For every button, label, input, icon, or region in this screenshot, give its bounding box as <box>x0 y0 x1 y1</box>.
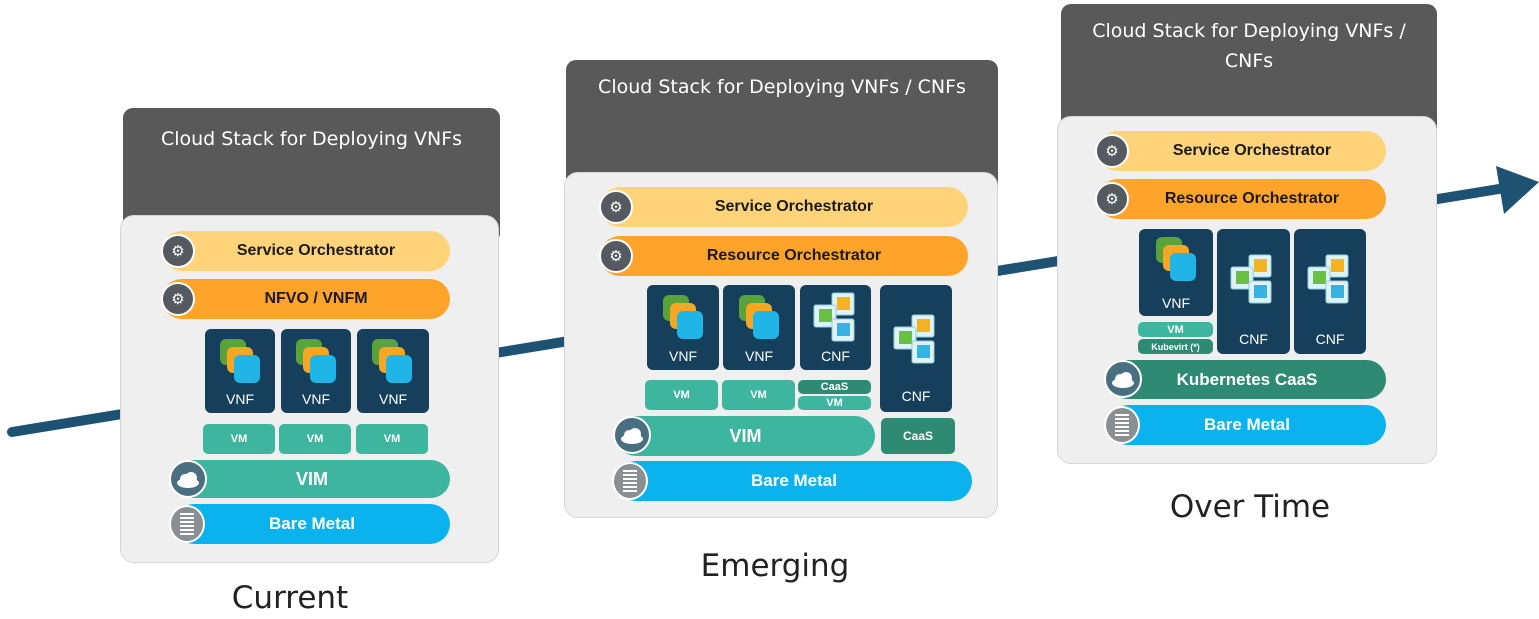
vm-box: VM <box>645 380 718 410</box>
vm-box: VM <box>203 424 275 454</box>
cnf-icon <box>813 292 855 342</box>
vm-box: VM <box>798 396 871 410</box>
service-orchestrator-label: Service Orchestrator <box>714 198 874 215</box>
vnf-tile: VNF <box>357 329 429 413</box>
cloud-icon <box>169 460 207 498</box>
cnf-icon <box>1230 254 1272 304</box>
bare-metal-bar: Bare Metal <box>174 504 450 544</box>
resource-orchestrator-label: Resource Orchestrator <box>706 247 882 264</box>
gear-icon: ⚙ <box>599 239 633 273</box>
server-icon <box>169 505 205 543</box>
vnf-icon <box>220 339 260 383</box>
vnf-label: VNF <box>379 391 407 407</box>
vnf-icon <box>372 339 412 383</box>
gear-icon: ⚙ <box>1095 134 1129 168</box>
vnf-tile: VNF <box>205 329 275 413</box>
vnf-label: VNF <box>302 391 330 407</box>
vnf-tile: VNF <box>281 329 351 413</box>
resource-orchestrator-label: Resource Orchestrator <box>1164 190 1340 207</box>
vnf-tile: VNF <box>723 285 795 370</box>
gear-icon: ⚙ <box>1095 182 1129 216</box>
vnf-icon <box>296 339 336 383</box>
vnf-label: VNF <box>1162 295 1190 311</box>
caas-box: CaaS <box>881 418 955 454</box>
vnf-icon <box>739 295 779 339</box>
kubevirt-box: Kubevirt (*) <box>1138 339 1213 354</box>
vim-bar: VIM <box>616 416 875 456</box>
bare-metal-label: Bare Metal <box>1204 415 1290 434</box>
vnf-tile: VNF <box>1139 229 1213 316</box>
cnf-label: CNF <box>821 348 850 364</box>
cnf-icon <box>1307 254 1349 304</box>
vim-bar: VIM <box>174 460 450 498</box>
nfvo-vnfm-label: NFVO / VNFM <box>264 290 368 307</box>
caas-vm-stack: CaaS VM <box>798 380 871 410</box>
cnf-icon <box>893 314 935 364</box>
gear-icon: ⚙ <box>161 234 195 268</box>
bare-metal-bar: Bare Metal <box>616 461 972 501</box>
nfvo-vnfm-bar: NFVO / VNFM <box>162 279 450 319</box>
cnf-label: CNF <box>1315 331 1345 347</box>
service-orchestrator-label: Service Orchestrator <box>236 242 396 259</box>
stage-header-text: Cloud Stack for Deploying VNFs / CNFs <box>598 76 966 98</box>
vm-kubevirt-stack: VM Kubevirt (*) <box>1138 322 1213 354</box>
service-orchestrator-bar: Service Orchestrator <box>162 231 450 271</box>
cnf-tile: CNF <box>880 285 952 412</box>
cnf-tile: CNF <box>1294 229 1366 354</box>
stage-label: Over Time <box>1169 489 1331 525</box>
vnf-label: VNF <box>745 348 773 364</box>
bare-metal-label: Bare Metal <box>751 471 837 490</box>
cnf-tile: CNF <box>800 285 871 370</box>
kubernetes-caas-bar: Kubernetes CaaS <box>1108 360 1386 399</box>
vim-label: VIM <box>729 425 762 446</box>
vm-box: VM <box>722 380 795 410</box>
vm-box: VM <box>279 424 351 454</box>
bare-metal-bar: Bare Metal <box>1108 405 1386 445</box>
gear-icon: ⚙ <box>599 190 633 224</box>
service-orchestrator-label: Service Orchestrator <box>1172 142 1332 159</box>
cloud-icon <box>1104 360 1142 398</box>
caas-box: CaaS <box>798 380 871 394</box>
vnf-icon <box>1156 237 1196 281</box>
stage-header-text: Cloud Stack for Deploying VNFs <box>160 128 463 150</box>
cnf-label: CNF <box>901 388 931 404</box>
server-icon <box>1104 406 1140 444</box>
vnf-icon <box>663 295 703 339</box>
stage-header-text: Cloud Stack for Deploying VNFs / CNFs <box>1092 20 1406 72</box>
vm-box: VM <box>1138 322 1213 337</box>
server-icon <box>612 462 648 500</box>
kubernetes-caas-label: Kubernetes CaaS <box>1176 369 1318 389</box>
stage-label: Emerging <box>700 548 850 584</box>
vim-label: VIM <box>295 468 328 489</box>
service-orchestrator-bar: Service Orchestrator <box>1098 131 1386 171</box>
gear-icon: ⚙ <box>161 282 195 316</box>
vnf-label: VNF <box>669 348 697 364</box>
resource-orchestrator-bar: Resource Orchestrator <box>600 236 968 276</box>
resource-orchestrator-bar: Resource Orchestrator <box>1098 179 1386 219</box>
vnf-label: VNF <box>226 391 254 407</box>
stage-label: Current <box>231 580 349 616</box>
cnf-label: CNF <box>1239 331 1268 347</box>
vm-box: VM <box>356 424 428 454</box>
vnf-tile: VNF <box>647 285 719 370</box>
bare-metal-label: Bare Metal <box>269 514 355 533</box>
service-orchestrator-bar: Service Orchestrator <box>600 187 968 227</box>
cloud-icon <box>613 416 651 454</box>
cnf-tile: CNF <box>1217 229 1290 354</box>
